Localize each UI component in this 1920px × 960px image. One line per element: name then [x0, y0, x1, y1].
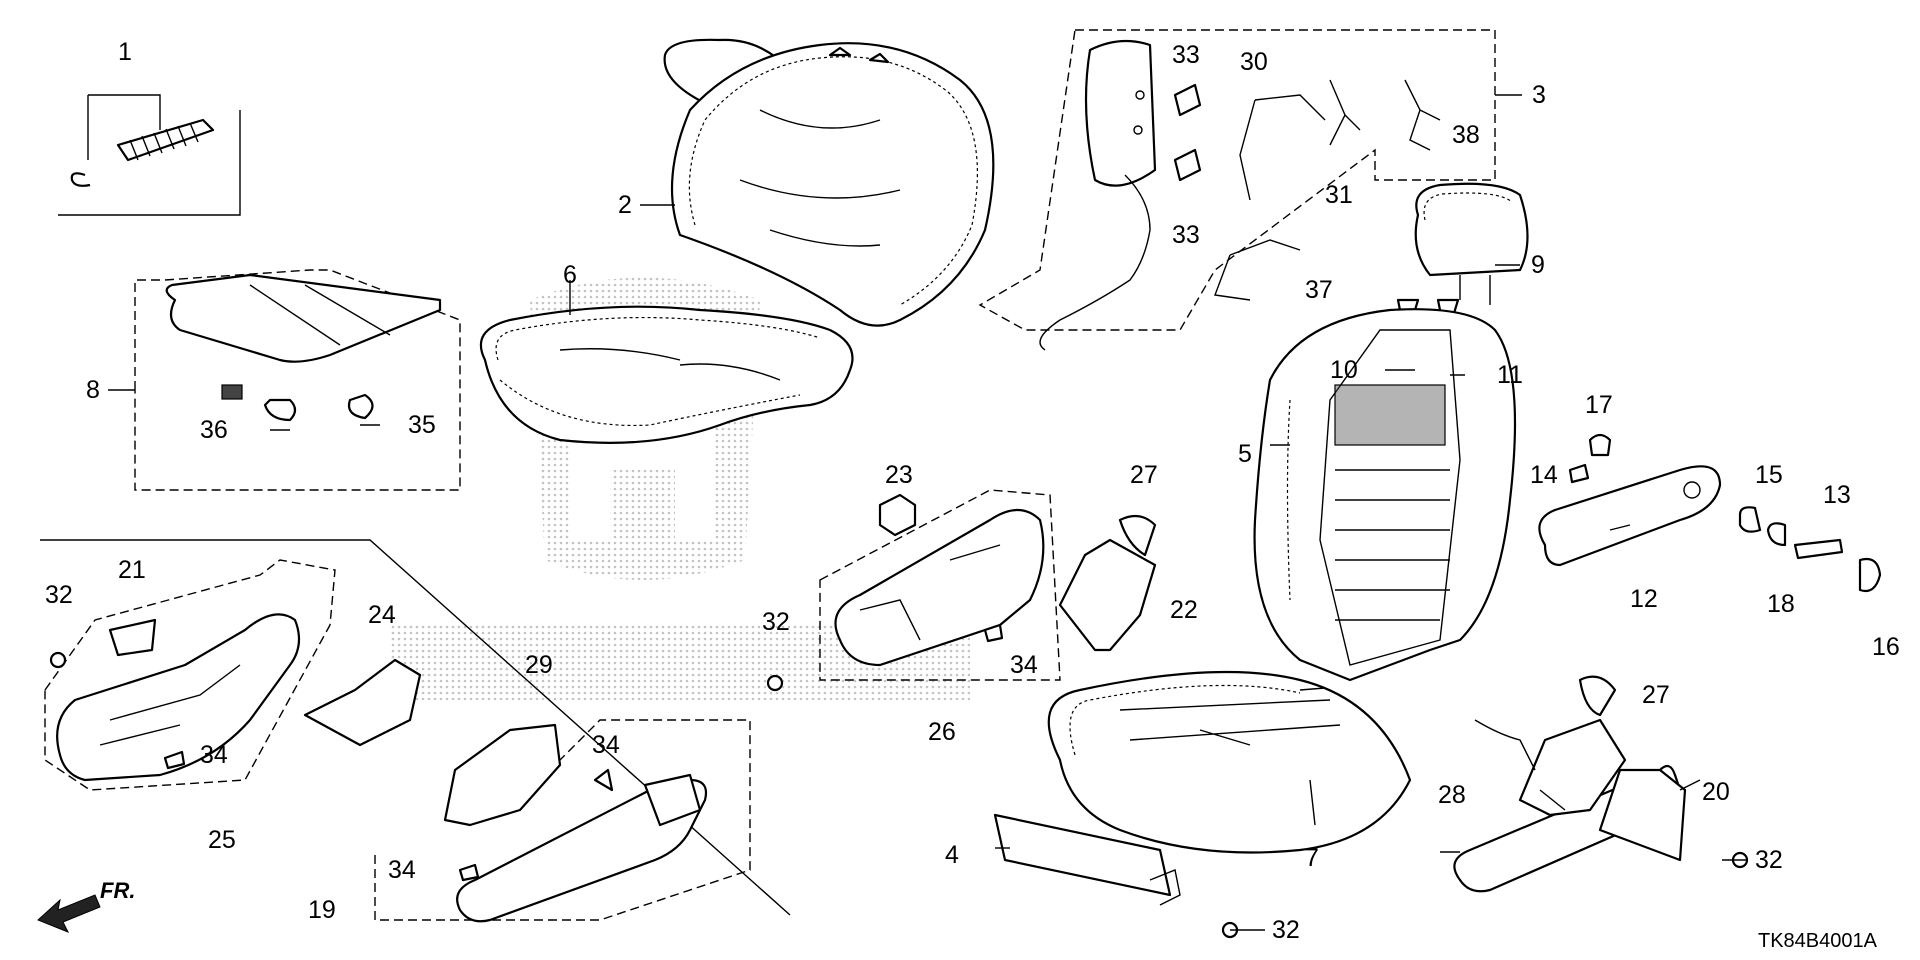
callout-22: 22	[1170, 596, 1198, 624]
callout-11: 11	[1497, 361, 1523, 389]
callout-13: 13	[1823, 481, 1851, 509]
part-25-side-panel	[44, 559, 336, 791]
small-parts-right	[1568, 433, 1882, 593]
callout-25: 25	[208, 826, 236, 854]
callout-20: 20	[1702, 778, 1730, 806]
callout-32c: 32	[1272, 916, 1300, 944]
part-24-bracket	[303, 658, 422, 747]
callout-23: 23	[885, 461, 913, 489]
callout-15: 15	[1755, 461, 1783, 489]
callout-3: 3	[1532, 81, 1546, 109]
part-26-inner-panel	[819, 489, 1061, 681]
callout-28: 28	[1438, 781, 1466, 809]
callout-14: 14	[1530, 461, 1558, 489]
callout-2: 2	[618, 191, 632, 219]
callout-33a: 33	[1172, 41, 1200, 69]
part-7-cushion	[1047, 670, 1412, 854]
part-2-seatback-cover	[663, 38, 995, 327]
callout-5: 5	[1238, 440, 1252, 468]
callout-8: 8	[86, 376, 100, 404]
callout-35: 35	[408, 411, 436, 439]
part-5-seatback-frame	[1253, 308, 1517, 682]
callout-7: 7	[1305, 844, 1319, 872]
callout-26: 26	[928, 718, 956, 746]
part-28-bracket	[1474, 675, 1627, 817]
callout-17: 17	[1585, 391, 1613, 419]
callout-32b: 32	[762, 608, 790, 636]
part-23-clip	[878, 493, 917, 537]
diagram-code: TK84B4001A	[1758, 930, 1878, 952]
part-1-group	[58, 94, 241, 216]
callout-30: 30	[1240, 48, 1268, 76]
callout-16: 16	[1872, 633, 1900, 661]
callout-10: 10	[1330, 356, 1358, 384]
callout-34a: 34	[200, 741, 228, 769]
callout-37: 37	[1305, 276, 1333, 304]
callout-32a: 32	[45, 581, 73, 609]
callout-34c: 34	[592, 731, 620, 759]
part-20-side-cover	[1453, 764, 1687, 893]
callout-38: 38	[1452, 121, 1480, 149]
callout-36: 36	[200, 416, 228, 444]
callout-21: 21	[118, 556, 146, 584]
callout-32d: 32	[1755, 846, 1783, 874]
part-12-armrest	[1538, 465, 1722, 567]
callout-31: 31	[1325, 181, 1353, 209]
leader-lines	[108, 94, 1748, 931]
part-3-group	[978, 29, 1496, 351]
callout-1: 1	[118, 38, 132, 66]
part-8-group	[134, 269, 461, 491]
part-29-bracket	[443, 723, 562, 827]
part-22-bracket	[1058, 514, 1157, 652]
part-4-trim	[993, 813, 1181, 906]
callout-27b: 27	[1642, 681, 1670, 709]
part-6-cushion-cover	[479, 305, 854, 444]
callout-27a: 27	[1130, 461, 1158, 489]
callout-6: 6	[563, 261, 577, 289]
callout-labels: 1 2 3 4 5 6 7 8 9 10 11 12 13 14 15 16 1…	[45, 38, 1900, 944]
callout-4: 4	[945, 841, 959, 869]
part-19-side-cover	[374, 719, 751, 923]
callout-24: 24	[368, 601, 396, 629]
fr-label: FR.	[100, 878, 135, 903]
callout-12: 12	[1630, 585, 1658, 613]
callout-29: 29	[525, 651, 553, 679]
callout-34d: 34	[388, 856, 416, 884]
callout-34b: 34	[1010, 651, 1038, 679]
callout-33b: 33	[1172, 221, 1200, 249]
front-direction-arrow: FR.	[37, 878, 135, 933]
callout-9: 9	[1531, 251, 1545, 279]
callout-19: 19	[308, 896, 336, 924]
callout-18: 18	[1767, 590, 1795, 618]
